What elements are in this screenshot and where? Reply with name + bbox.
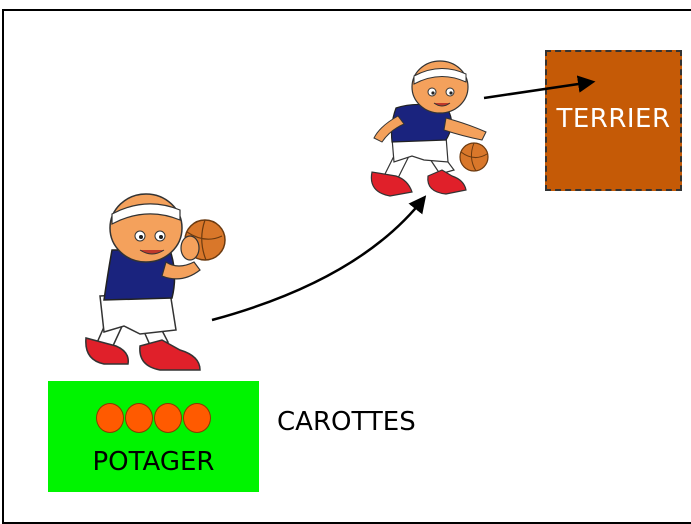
carrot-icon [96, 403, 124, 433]
carrot-group [96, 403, 212, 433]
carottes-label: CAROTTES [277, 407, 416, 437]
carrot-icon [154, 403, 182, 433]
potager-label: POTAGER [92, 447, 215, 477]
terrier-zone: TERRIER [545, 50, 682, 191]
potager-zone: POTAGER [48, 381, 259, 492]
terrier-label: TERRIER [556, 103, 671, 134]
straight-arrow-icon [483, 75, 596, 100]
basketball-player-holding-ball-icon [85, 193, 226, 371]
curved-arrow-icon [211, 195, 427, 322]
carrot-icon [183, 403, 211, 433]
carrot-icon [125, 403, 153, 433]
basketball-player-dribbling-icon [370, 60, 489, 197]
